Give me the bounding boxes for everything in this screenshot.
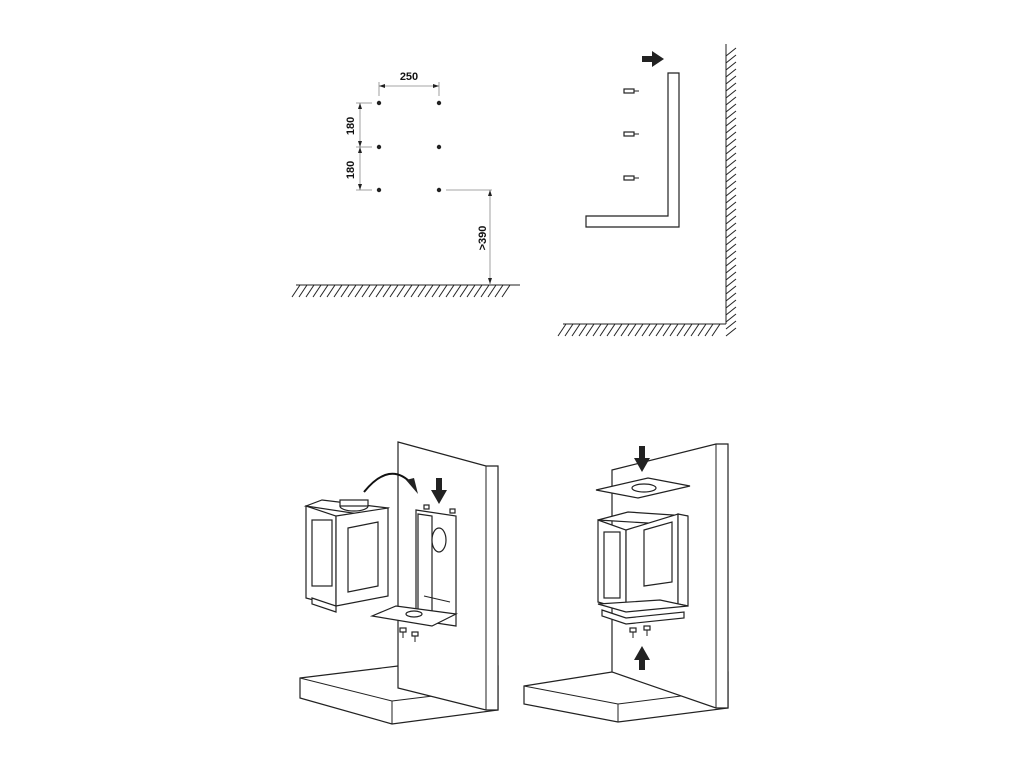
base-plate <box>601 609 685 625</box>
stove <box>303 499 391 613</box>
hatching-wall-icon <box>725 47 737 337</box>
hole-point <box>436 144 442 150</box>
screw-icon <box>629 627 637 638</box>
dimension-horizontal: 250 <box>378 71 440 96</box>
side-window <box>311 519 333 587</box>
screw-icon <box>399 627 407 638</box>
dimension-label-180-bottom: 180 <box>345 161 357 179</box>
dimension-floor-clearance: >390 <box>446 189 492 284</box>
down-arrow-icon <box>431 478 447 504</box>
mounting-holes <box>376 100 442 193</box>
down-arrow-icon <box>634 446 650 472</box>
screw-icon <box>449 508 456 514</box>
hole-point <box>436 187 442 193</box>
hole-point <box>376 144 382 150</box>
hole-point <box>376 100 382 106</box>
flue-opening <box>431 527 447 553</box>
wall-bracket <box>585 72 680 228</box>
front-window <box>347 521 379 593</box>
hole-point <box>436 100 442 106</box>
stove <box>597 511 689 625</box>
up-arrow-icon <box>634 646 650 670</box>
screw-icon <box>411 631 419 642</box>
dimension-label-390: >390 <box>477 226 489 251</box>
side-window <box>603 531 621 599</box>
screw-icon <box>623 88 639 94</box>
screw-icon <box>623 131 639 137</box>
dimension-label-250: 250 <box>400 71 418 83</box>
screw-icon <box>643 625 651 636</box>
panel-mounted-stove <box>523 443 729 723</box>
hatching-floor-icon <box>291 284 520 298</box>
dimension-vertical: 180 180 <box>345 102 372 191</box>
panel-side-view <box>557 44 737 337</box>
right-arrow-icon <box>642 51 664 67</box>
dimension-label-180-top: 180 <box>345 117 357 135</box>
hole-point <box>376 187 382 193</box>
screw-icon <box>423 504 430 510</box>
panel-drilling-template: 250 180 180 >390 <box>291 71 520 298</box>
front-window <box>643 521 673 587</box>
screw-icon <box>623 175 639 181</box>
hatching-floor-icon <box>557 323 721 337</box>
panel-hanging-stove <box>299 441 499 725</box>
